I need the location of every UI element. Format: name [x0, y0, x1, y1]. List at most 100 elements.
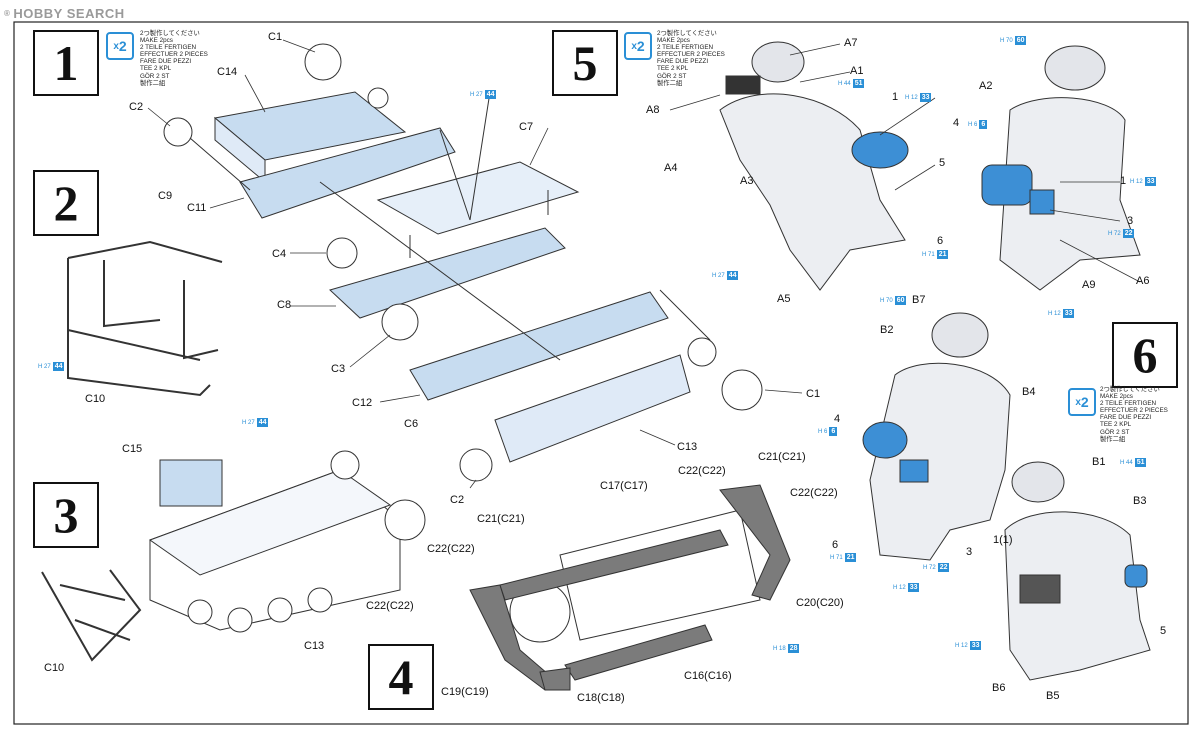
paint-number: 60: [1014, 36, 1027, 45]
paint-code: H 12: [1048, 310, 1061, 317]
label-c22-c22-top: C22(C22): [678, 465, 726, 477]
paint-code: H 12: [1130, 178, 1143, 185]
label-c8: C8: [277, 299, 292, 311]
paint-number: 22: [1122, 229, 1135, 238]
label-c16-c16: C16(C16): [684, 670, 732, 682]
label-a4: A4: [664, 162, 678, 174]
label-4: 4: [953, 117, 960, 129]
paint-number: 60: [894, 296, 907, 305]
label-a6: A6: [1136, 275, 1150, 287]
part-idler: [367, 87, 389, 109]
label-c1-lower: C1: [806, 388, 821, 400]
watermark-logo: ® HOBBY SEARCH: [4, 6, 125, 21]
part-c7-deck-plate: [376, 161, 580, 235]
label-c14: C14: [217, 66, 238, 78]
label-c10-step2: C10: [85, 393, 106, 405]
part-c3-wheel: [381, 303, 419, 341]
paint-code: H 27: [712, 272, 725, 279]
label-c21-c21-right: C21(C21): [758, 451, 806, 463]
label-c20-c20: C20(C20): [796, 597, 844, 609]
label-5: 5: [939, 157, 946, 169]
label-4-step6: 4: [834, 413, 841, 425]
label-3-step6: 3: [966, 546, 973, 558]
leader-lines: [147, 39, 1141, 489]
step1-guide-lines: [189, 91, 711, 361]
label-b1: B1: [1092, 456, 1106, 468]
figure-b-kneeling: [862, 312, 1011, 561]
x2-n: 2: [1080, 394, 1089, 410]
label-c12: C12: [352, 397, 373, 409]
paint-number: 44: [256, 418, 269, 427]
label-c9: C9: [158, 190, 173, 202]
paint-code: H 71: [922, 251, 935, 258]
paint-code: H 71: [830, 554, 843, 561]
label-b7: B7: [912, 294, 926, 306]
sheet-frame: [13, 21, 1189, 725]
paint-code: H 12: [955, 642, 968, 649]
paint-number: 6: [829, 427, 838, 436]
label-c11: C11: [187, 202, 207, 214]
figure-a-back: [981, 45, 1141, 291]
figure-a-binoculars: [719, 41, 909, 291]
x2-n: 2: [636, 38, 645, 54]
part-c2-roadwheel: [163, 117, 193, 147]
step-5-box: 5: [552, 30, 618, 96]
label-c13: C13: [677, 441, 698, 453]
paint-number: 33: [919, 93, 932, 102]
paint-code: H 12: [905, 94, 918, 101]
x2-x: x: [631, 40, 637, 52]
part-c11-hull-side: [239, 127, 456, 219]
make-two-text-step6: 2つ製作してください MAKE 2pcs 2 TEILE FERTIGEN EF…: [1100, 386, 1168, 443]
label-a9: A9: [1082, 279, 1096, 291]
label-b5: B5: [1046, 690, 1060, 702]
label-c2-lower: C2: [450, 494, 465, 506]
label-b6: B6: [992, 682, 1006, 694]
paint-code: H 6: [968, 121, 978, 128]
step3-frame-c10: [41, 569, 142, 662]
label-c17-c17: C17(C17): [600, 480, 648, 492]
label-c1: C1: [268, 31, 283, 43]
watermark-brand: HOBBY SEARCH: [13, 6, 125, 21]
label-c7: C7: [519, 121, 534, 133]
label-c4: C4: [272, 248, 287, 260]
label-1-right: 1: [1120, 175, 1127, 187]
step2-frame-c9: [67, 240, 223, 397]
label-b3: B3: [1133, 495, 1147, 507]
label-1: 1: [892, 91, 899, 103]
label-6-step6: 6: [832, 539, 839, 551]
x2-x: x: [113, 40, 119, 52]
watermark-symbol: ®: [4, 9, 11, 18]
step4-track-assembly: [469, 484, 791, 691]
label-c22-c22-right: C22(C22): [790, 487, 838, 499]
label-a5: A5: [777, 293, 791, 305]
paint-code: H 72: [923, 564, 936, 571]
paint-number: 44: [484, 90, 497, 99]
label-3: 3: [1127, 215, 1134, 227]
label-c3: C3: [331, 363, 346, 375]
label-a7: A7: [844, 37, 858, 49]
paint-code: H 6: [818, 428, 828, 435]
paint-number: 6: [979, 120, 988, 129]
label-c22-c22-left: C22(C22): [427, 543, 475, 555]
label-c18-c18: C18(C18): [577, 692, 625, 704]
part-c1-sprocket-lower: [721, 369, 763, 411]
label-c19-c19: C19(C19): [441, 686, 489, 698]
